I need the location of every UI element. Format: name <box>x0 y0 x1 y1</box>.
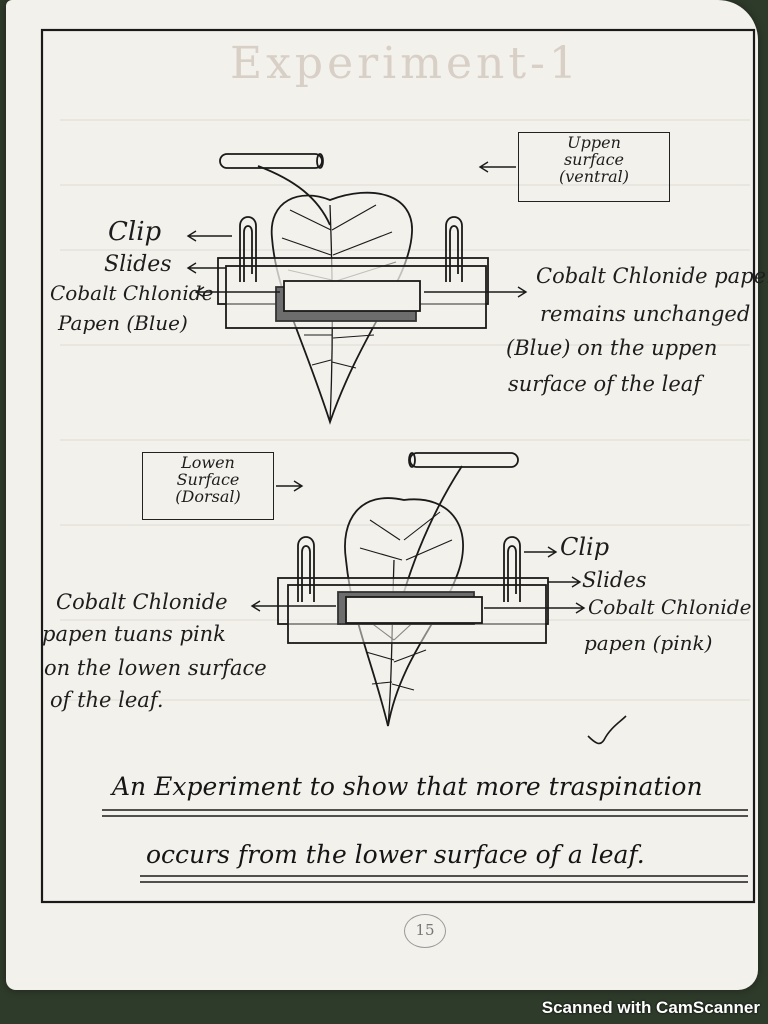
lower-surface-line-1: Lowen <box>181 453 235 472</box>
top-paper <box>283 280 421 312</box>
bottom-clip-right <box>503 536 521 602</box>
top-result-3: (Blue) on the uppen <box>506 336 718 360</box>
top-stick <box>219 153 323 169</box>
bottom-label-clip: Clip <box>560 533 610 561</box>
bottom-stick <box>409 452 519 468</box>
bottom-label-paper-2: papen (pink) <box>584 631 713 655</box>
lower-surface-line-2: Surface <box>176 469 240 489</box>
upper-surface-box: Uppen surface (ventral) <box>518 132 670 202</box>
top-petiole <box>257 165 331 226</box>
bottom-label-slides: Slides <box>582 568 647 592</box>
top-result-2: remains unchanged <box>540 302 751 326</box>
ruled-lines <box>60 119 750 701</box>
caption-underlines <box>102 809 748 883</box>
top-label-slides: Slides <box>104 252 172 277</box>
top-clip-left <box>239 216 257 282</box>
top-result-4: surface of the leaf <box>508 372 702 396</box>
upper-surface-line-1: Uppen <box>567 133 621 152</box>
bottom-result-3: on the lowen surface <box>44 656 267 680</box>
caption-line-1: An Experiment to show that more traspina… <box>112 772 703 801</box>
page-number: 15 <box>404 914 446 948</box>
bottom-arrows <box>250 480 586 614</box>
bottom-result-1: Cobalt Chlonide <box>56 590 228 614</box>
bottom-clip-left <box>297 536 315 602</box>
bottom-result-4: of the leaf. <box>50 688 164 712</box>
bottom-setup <box>277 452 549 727</box>
bottom-petiole <box>403 465 463 593</box>
notebook-page <box>6 0 758 990</box>
bottom-result-2: papen tuans pink <box>42 622 226 646</box>
top-label-clip: Clip <box>108 217 162 247</box>
bottom-label-paper-1: Cobalt Chlonide <box>588 595 752 619</box>
top-setup <box>217 153 489 425</box>
upper-surface-line-2: surface <box>563 149 625 169</box>
page-heading: Experiment-1 <box>230 38 581 89</box>
top-arrows <box>186 161 528 298</box>
top-clip-right <box>445 216 463 282</box>
top-label-paper-1: Cobalt Chlonide <box>50 281 214 305</box>
top-result-1: Cobalt Chlonide papen <box>536 264 768 288</box>
lower-surface-line-3: (Dorsal) <box>175 486 241 506</box>
caption-line-2: occurs from the lower surface of a leaf. <box>146 840 645 869</box>
upper-surface-line-3: (ventral) <box>558 166 630 186</box>
scanner-watermark: Scanned with CamScanner <box>541 998 760 1017</box>
top-label-paper-2: Papen (Blue) <box>58 311 188 335</box>
lower-surface-box: Lowen Surface (Dorsal) <box>142 452 274 520</box>
check-mark <box>587 715 627 745</box>
page-border <box>40 28 756 904</box>
bottom-paper <box>345 596 483 624</box>
